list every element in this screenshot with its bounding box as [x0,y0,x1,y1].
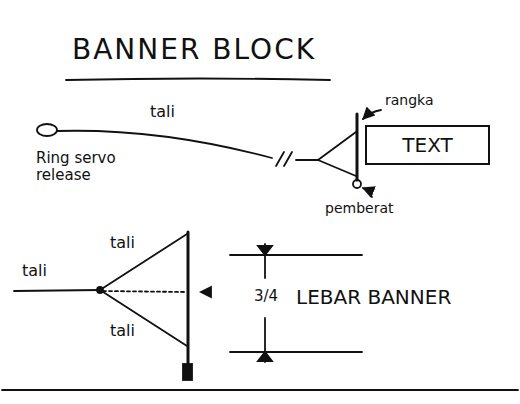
frame-rod [356,114,359,180]
label: tali [150,103,175,121]
dimension-arrow [258,352,272,361]
label: rangka [385,92,434,108]
break-mark [276,152,292,166]
leader-line [363,110,381,119]
rope [296,159,318,161]
box-text: TEXT [402,133,452,157]
label: 3/4 [254,288,278,305]
title-underline [66,79,330,81]
center-line [103,291,185,292]
leader-line [363,188,372,197]
text-box: TEXT [365,125,490,165]
rope [14,290,100,291]
bridle [318,132,356,176]
page-rule [2,389,518,391]
dimension-arrow [258,246,272,255]
label: pemberat [325,200,393,216]
center-mark [201,287,211,297]
bridle [100,234,187,346]
dimension-line [230,254,362,256]
frame-rod [187,232,190,366]
label: tali [22,262,47,280]
weight [353,180,361,188]
label: tali [110,234,135,252]
weight [183,364,192,380]
dimension-line [230,351,362,353]
label: Ring servo release [36,150,132,185]
servo-ring [37,124,57,136]
label: tali [110,322,135,340]
title: BANNER BLOCK [72,34,316,66]
label: LEBAR BANNER [296,286,451,309]
